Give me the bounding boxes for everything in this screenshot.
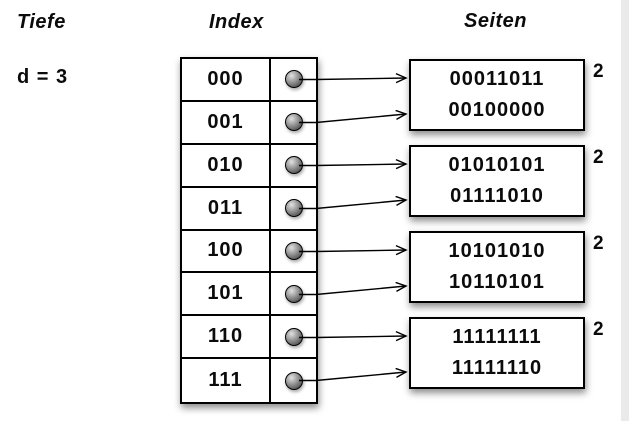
- pointer-dot-icon: [284, 199, 303, 218]
- pointer-cell: [271, 273, 316, 314]
- local-depth-label: 2: [593, 319, 604, 340]
- local-depth-label: 2: [593, 61, 604, 82]
- pointer-dot-icon: [284, 371, 303, 390]
- index-row: 001: [182, 101, 316, 145]
- pointer-cell: [271, 102, 316, 143]
- pointer-cell: [271, 316, 316, 357]
- local-depth-label: 2: [593, 233, 604, 254]
- page-entry: 00011011: [449, 68, 545, 90]
- index-bits-cell: 011: [182, 187, 271, 229]
- index-row: 011: [182, 187, 316, 231]
- index-bits-cell: 111: [182, 359, 271, 402]
- index-bits-cell: 000: [182, 59, 271, 100]
- index-row: 101: [182, 273, 316, 317]
- index-row: 100: [182, 230, 316, 274]
- page-entry: 01111010: [450, 185, 544, 207]
- pointer-cell: [271, 359, 316, 402]
- page-box: 10101010 10110101: [409, 231, 585, 303]
- pointer-cell: [271, 145, 316, 186]
- page-box: 11111111 11111110: [409, 317, 585, 389]
- index-row: 111: [182, 359, 316, 402]
- index-row: 110: [182, 316, 316, 360]
- page-entry: 11111110: [451, 357, 543, 379]
- index-bits-cell: 100: [182, 230, 271, 272]
- page-entry: 10110101: [449, 271, 545, 293]
- pointer-dot-icon: [284, 241, 303, 260]
- index-bits-cell: 110: [182, 316, 271, 358]
- slide-edge: [621, 0, 629, 421]
- pointer-dot-icon: [284, 327, 303, 346]
- index-bits-cell: 001: [182, 101, 271, 143]
- page-entry: 10101010: [448, 240, 546, 262]
- index-bits-cell: 101: [182, 273, 271, 315]
- index-bits-cell: 010: [182, 144, 271, 186]
- page-entry: 00100000: [448, 99, 546, 121]
- page-box: 01010101 01111010: [409, 145, 585, 217]
- page-box: 00011011 00100000: [409, 59, 585, 131]
- pointer-cell: [271, 59, 316, 100]
- index-row: 010: [182, 144, 316, 188]
- pointer-cell: [271, 231, 316, 272]
- tiefe-header: Tiefe: [17, 11, 66, 33]
- local-depth-label: 2: [593, 147, 604, 168]
- pointer-dot-icon: [284, 70, 303, 89]
- pointer-dot-icon: [284, 284, 303, 303]
- pointer-cell: [271, 188, 316, 229]
- seiten-header: Seiten: [464, 10, 528, 32]
- index-header: Index: [209, 11, 264, 33]
- global-depth-value: d = 3: [17, 66, 69, 88]
- pointer-dot-icon: [284, 156, 303, 175]
- page-entry: 01010101: [448, 154, 546, 176]
- pointer-dot-icon: [284, 113, 303, 132]
- page-entry: 11111111: [452, 326, 542, 348]
- index-row: 000: [182, 59, 316, 102]
